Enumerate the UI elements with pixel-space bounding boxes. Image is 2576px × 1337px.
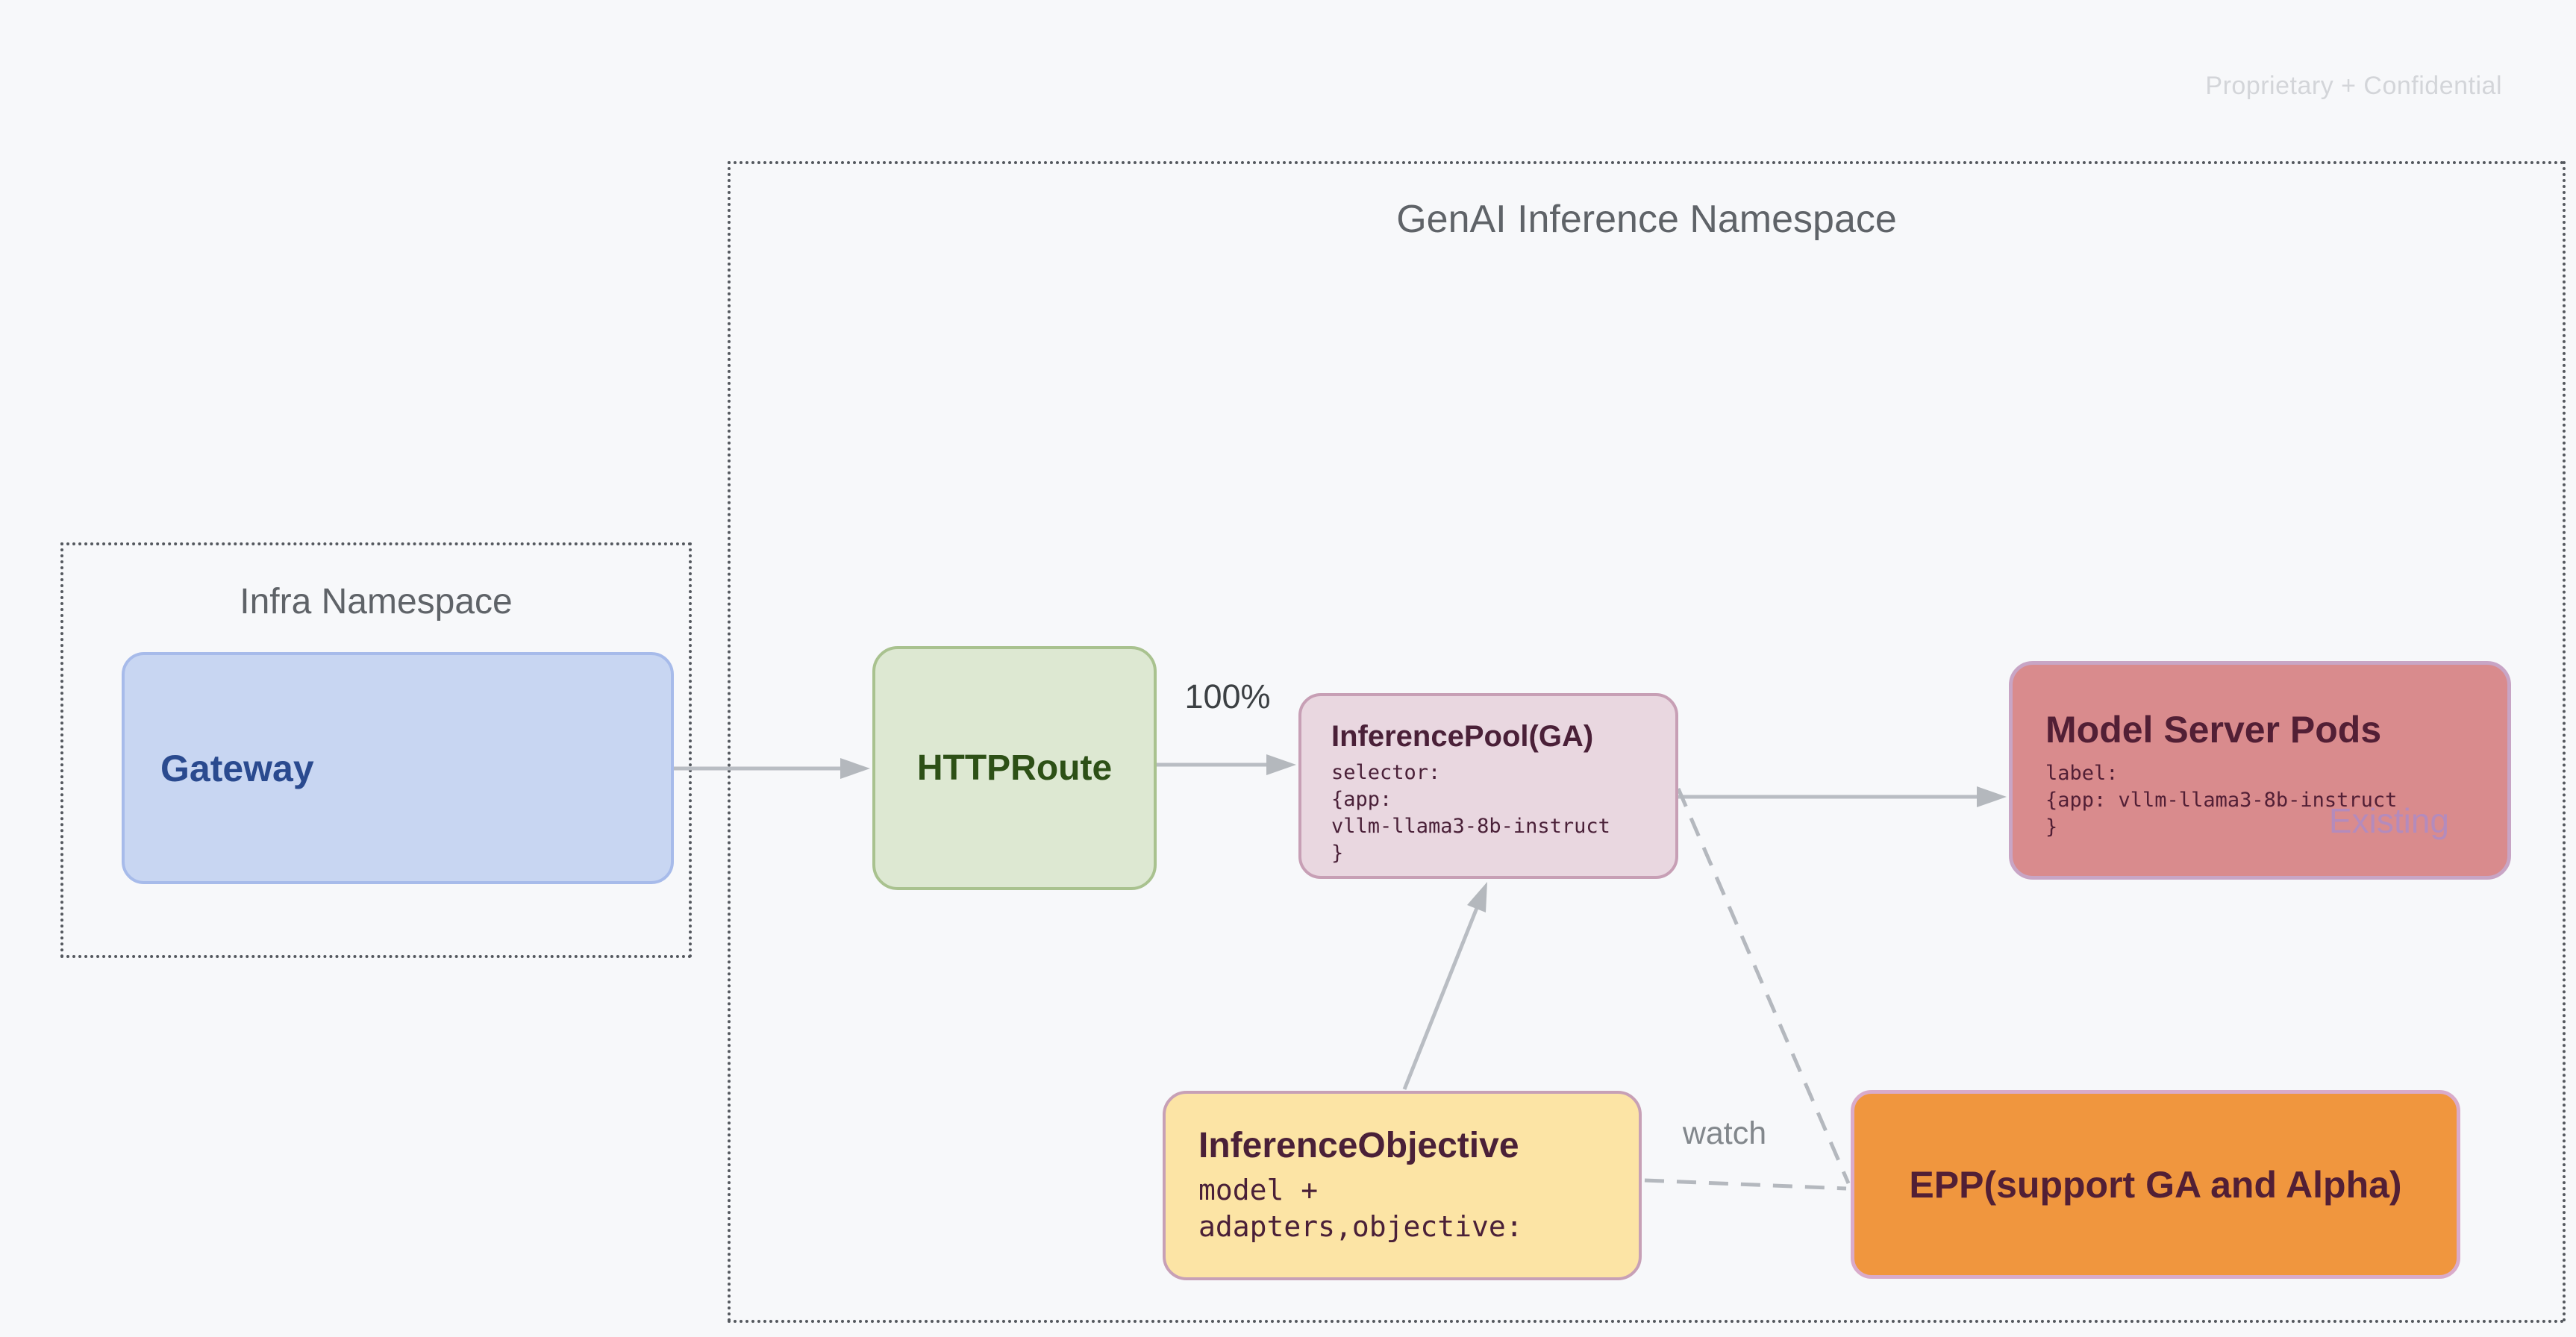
arrowhead-httproute-to-inferencepool <box>1266 754 1296 775</box>
arrowhead-gateway-to-httproute <box>840 758 870 779</box>
watch-label: watch <box>1682 1115 1767 1151</box>
inference-objective-code-line: adapters,objective: <box>1198 1210 1523 1243</box>
httproute-label: HTTPRoute <box>916 748 1113 788</box>
node-inference-pool: InferencePool(GA) selector: {app: vllm-l… <box>1298 693 1678 879</box>
inference-pool-code-line: vllm-llama3-8b-instruct <box>1331 815 1610 838</box>
inference-objective-title: InferenceObjective <box>1198 1126 1519 1165</box>
route-weight-label: 100% <box>1184 677 1271 716</box>
genai-inference-namespace-box: GenAI Inference Namespace <box>728 161 2566 1323</box>
arrowhead-objective-to-inferencepool <box>1467 882 1487 912</box>
node-gateway: Gateway <box>122 652 674 884</box>
node-epp: EPP(support GA and Alpha) <box>1851 1090 2460 1279</box>
model-server-pods-code-line: {app: vllm-llama3-8b-instruct <box>2045 789 2398 812</box>
model-server-pods-code-line: } <box>2045 815 2058 839</box>
inference-objective-code-line: model + <box>1198 1174 1319 1206</box>
arrowhead-inferencepool-to-pods <box>1977 786 2007 807</box>
inference-pool-title: InferencePool(GA) <box>1331 720 1594 753</box>
model-server-pods-code-line: label: <box>2045 762 2119 785</box>
edge-objective-to-inferencepool <box>1402 907 1479 1090</box>
genai-namespace-title: GenAI Inference Namespace <box>1396 198 1897 241</box>
edge-objective-to-epp-dashed <box>1644 1178 1847 1191</box>
inference-pool-code-line: } <box>1331 842 1344 865</box>
node-httproute: HTTPRoute <box>872 646 1157 890</box>
existing-status-tag: Existing <box>2328 801 2449 840</box>
gateway-label: Gateway <box>160 747 314 789</box>
edge-inferencepool-to-epp-dashed <box>1676 788 1851 1184</box>
node-model-server-pods: Model Server Pods label: {app: vllm-llam… <box>2009 661 2511 880</box>
infra-namespace-box: Infra Namespace <box>60 542 692 958</box>
node-inference-objective: InferenceObjective model + adapters,obje… <box>1163 1091 1642 1280</box>
model-server-pods-title: Model Server Pods <box>2045 709 2382 751</box>
epp-label: EPP(support GA and Alpha) <box>1909 1163 2402 1206</box>
infra-namespace-title: Infra Namespace <box>240 582 513 621</box>
inference-pool-code-line: selector: <box>1331 761 1441 784</box>
confidential-watermark: Proprietary + Confidential <box>2205 72 2502 100</box>
inference-pool-code-line: {app: <box>1331 788 1392 811</box>
